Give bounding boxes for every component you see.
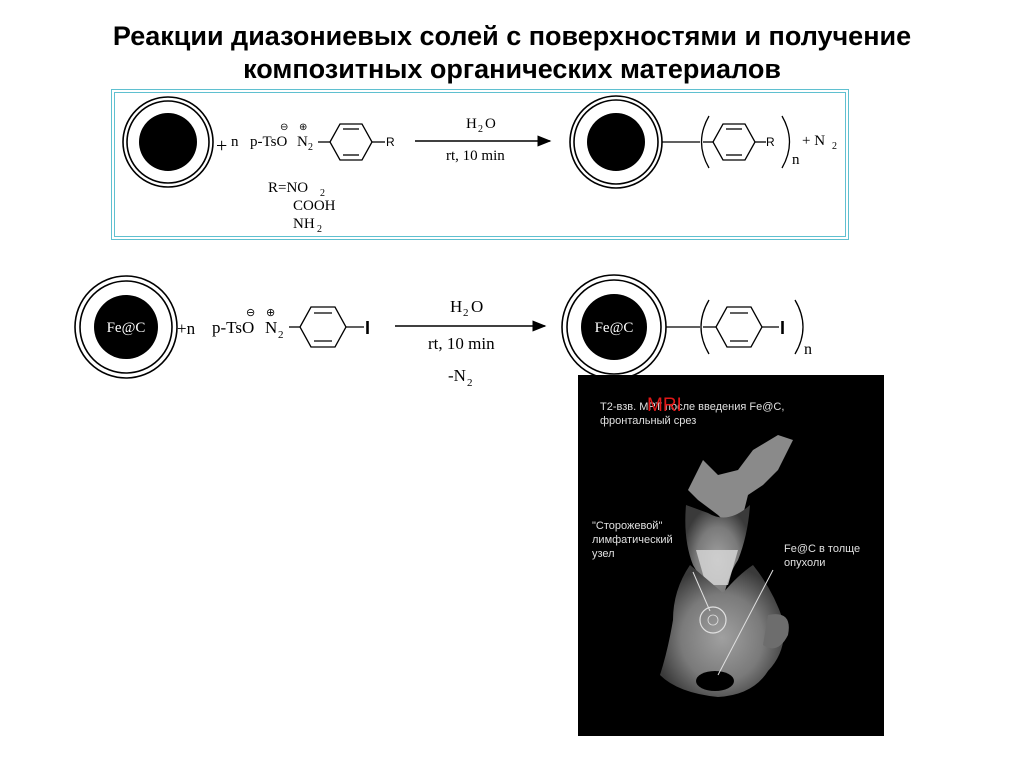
scheme2-substituent: I bbox=[365, 318, 370, 338]
scheme2-plus-n: +n bbox=[177, 319, 196, 338]
mri-tag: MRI bbox=[647, 395, 682, 416]
scheme2-product-n: n bbox=[804, 341, 812, 358]
scheme2-cond-bottom-sub: 2 bbox=[467, 377, 473, 389]
mri-label-tumor: Fe@C в толще опухоли bbox=[784, 542, 860, 570]
scheme2-reagent-n-sub: 2 bbox=[278, 329, 284, 341]
scheme2-benzene-ring bbox=[289, 306, 364, 348]
r-line3: NH bbox=[293, 216, 315, 232]
mri-label-right-line2: опухоли bbox=[784, 557, 826, 569]
scheme1-product-particle bbox=[569, 95, 663, 189]
scheme1-reagent-n: N bbox=[297, 134, 308, 150]
scheme2-product-sub: I bbox=[780, 318, 785, 338]
scheme2-product-core-label: Fe@C bbox=[595, 320, 634, 336]
mri-label-lymph-node: "Сторожевой" лимфатический узел bbox=[592, 519, 673, 561]
mri-caption: T2-взв. МРТ после введения Fe@C, фронтал… bbox=[600, 400, 784, 428]
scheme1-plus: + bbox=[216, 135, 227, 157]
scheme1-substituent: R bbox=[386, 135, 395, 149]
scheme2-cond-top-sub: 2 bbox=[463, 307, 469, 319]
mri-caption-line2: фронтальный срез bbox=[600, 415, 697, 427]
scheme1-reagent: p-TsO bbox=[250, 134, 287, 150]
scheme1-frame bbox=[111, 89, 849, 240]
scheme2-product-chain bbox=[666, 299, 804, 355]
scheme2-core-label: Fe@C bbox=[107, 320, 146, 336]
mri-label-right-line1: Fe@C в толще bbox=[784, 543, 861, 555]
scheme1-cond-bottom: rt, 10 min bbox=[446, 148, 505, 164]
scheme2-reagent-n: N bbox=[265, 318, 277, 337]
scheme2-cond-top: H bbox=[450, 297, 462, 316]
scheme1-product-n: n bbox=[792, 152, 800, 168]
scheme2-reagent: p-TsO bbox=[212, 318, 254, 337]
scheme2-cond-mid: rt, 10 min bbox=[428, 334, 495, 353]
mri-scan bbox=[660, 435, 793, 697]
mri-image: T2-взв. МРТ после введения Fe@C, фронтал… bbox=[578, 375, 884, 736]
scheme1-r-list: R=NO 2 COOH NH 2 bbox=[268, 180, 336, 235]
scheme1-byproduct: + N bbox=[802, 133, 825, 149]
scheme1-plus-n: n bbox=[231, 134, 239, 150]
mri-label-left-line3: узел bbox=[592, 548, 615, 560]
plus-charge: ⊕ bbox=[299, 122, 307, 133]
scheme1-reagent-n-sub: 2 bbox=[308, 142, 313, 153]
mri-label-left-line2: лимфатический bbox=[592, 534, 673, 546]
scheme1-cond-top: H bbox=[466, 116, 477, 132]
r-line1: R=NO bbox=[268, 180, 308, 196]
scheme1-cond-top-sub: 2 bbox=[478, 124, 483, 135]
mri-caption-line1: T2-взв. МРТ после введения Fe@C, bbox=[600, 401, 785, 413]
minus-charge: ⊖ bbox=[280, 122, 288, 133]
mri-label-left-line1: "Сторожевой" bbox=[592, 520, 663, 532]
scheme1-particle bbox=[122, 96, 214, 188]
slide-title: Реакции диазониевых солей с поверхностям… bbox=[0, 20, 1024, 86]
scheme1-cond-top-tail: O bbox=[485, 116, 496, 132]
title-line-1: Реакции диазониевых солей с поверхностям… bbox=[112, 21, 912, 51]
r-line1-sub: 2 bbox=[320, 188, 325, 199]
title-line-2: композитных органических материалов bbox=[243, 54, 781, 84]
scheme1-product-sub: R bbox=[766, 135, 775, 149]
scheme1-product-chain bbox=[662, 115, 791, 169]
scheme2-cond-top-tail: O bbox=[471, 297, 483, 316]
r-line2: COOH bbox=[293, 198, 336, 214]
r-line3-sub: 2 bbox=[317, 224, 322, 235]
plus-charge: ⊕ bbox=[266, 307, 275, 319]
scheme2-cond-bottom: -N bbox=[448, 366, 466, 385]
scheme1-byproduct-sub: 2 bbox=[832, 141, 837, 152]
scheme2-particle bbox=[74, 275, 178, 379]
minus-charge: ⊖ bbox=[246, 307, 255, 319]
scheme1-benzene-ring bbox=[318, 123, 385, 161]
